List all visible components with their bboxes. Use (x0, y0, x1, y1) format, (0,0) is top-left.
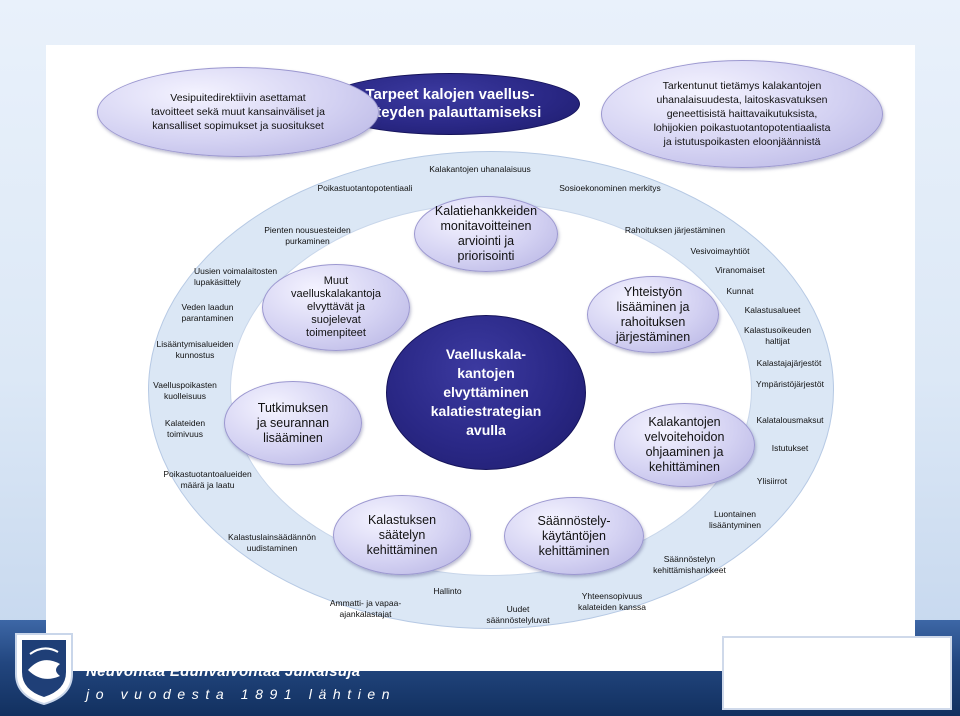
label-kalastusoikeuden: Kalastusoikeuden haltijat (743, 325, 812, 346)
footer-tagline: Neuvontaa Edunvalvontaa Julkaisuja (86, 663, 361, 680)
node-lower-right: Säännöstely- käytäntöjen kehittäminen (504, 497, 644, 575)
left-oval: Vesipuitedirektiivin asettamat tavoittee… (97, 67, 379, 157)
label-veden-laadun: Veden laadun parantaminen (181, 302, 234, 323)
label-poikastuotantopotentiaali: Poikastuotantopotentiaali (317, 183, 413, 193)
node-right-text: Kalakantojen velvoitehoidon ohjaaminen j… (644, 415, 725, 474)
right-oval-text: Tarkentunut tietämys kalakantojen uhanal… (653, 80, 831, 148)
label-istutukset: Istutukset (771, 443, 809, 453)
label-kunnat: Kunnat (726, 286, 754, 296)
node-left-text: Tutkimuksen ja seurannan lisääminen (256, 400, 330, 445)
label-ylisiirrot: Ylisiirrot (756, 476, 788, 486)
label-kalastuslainsaadannon: Kalastuslainsäädännön uudistaminen (228, 532, 316, 553)
label-kalakantojen-uhanalaisuus: Kalakantojen uhanalaisuus (429, 164, 531, 174)
label-luontainen: Luontainen lisääntyminen (709, 509, 761, 530)
node-upper-left: Muut vaelluskalakantoja elvyttävät ja su… (262, 264, 410, 351)
label-kalatalousmaksut: Kalatalousmaksut (756, 415, 824, 425)
fish-shield-logo-icon (15, 633, 73, 706)
node-lower-left-text: Kalastuksen säätelyn kehittäminen (366, 512, 438, 557)
label-kalastajajarjestot: Kalastajajärjestöt (756, 358, 822, 368)
node-upper-left-text: Muut vaelluskalakantoja elvyttävät ja su… (291, 275, 381, 339)
label-saannostelyn-hankkeet: Säännöstelyn kehittämishankkeet (653, 554, 726, 575)
label-yhteensopivuus: Yhteensopivuus kalateiden kanssa (577, 591, 647, 612)
center-text: Vaelluskala- kantojen elvyttäminen kalat… (430, 346, 542, 438)
label-lisaantymisalueiden: Lisääntymisalueiden kunnostus (156, 339, 234, 360)
node-right: Kalakantojen velvoitehoidon ohjaaminen j… (614, 403, 755, 487)
title-text: Tarpeet kalojen vaellus- yhteyden palaut… (358, 86, 542, 121)
label-ammatti: Ammatti- ja vapaa- ajankalastajat (329, 598, 402, 619)
node-lower-left: Kalastuksen säätelyn kehittäminen (333, 495, 471, 575)
label-vaelluspoikasten: Vaelluspoikasten kuolleisuus (153, 380, 217, 401)
label-pienten-nousuesteiden: Pienten nousuesteiden purkaminen (264, 225, 351, 246)
node-top-text: Kalatiehankkeiden monitavoitteinen arvio… (434, 204, 538, 263)
footer-since: jo vuodesta 1891 lähtien (86, 686, 397, 702)
label-sosioekonominen: Sosioekonominen merkitys (559, 183, 661, 193)
label-vesivoimayhtiot: Vesivoimayhtiöt (690, 246, 750, 256)
node-top: Kalatiehankkeiden monitavoitteinen arvio… (414, 196, 558, 272)
label-kalateiden-toimivuus: Kalateiden toimivuus (164, 418, 206, 439)
center-oval: Vaelluskala- kantojen elvyttäminen kalat… (386, 315, 586, 470)
left-oval-text: Vesipuitedirektiivin asettamat tavoittee… (151, 92, 325, 132)
label-hallinto: Hallinto (433, 586, 462, 596)
label-poikastuotantoalueiden: Poikastuotantoalueiden määrä ja laatu (163, 469, 252, 490)
node-lower-right-text: Säännöstely- käytäntöjen kehittäminen (537, 513, 611, 558)
node-upper-right-text: Yhteistyön lisääminen ja rahoituksen jär… (615, 284, 691, 344)
label-kalastusalueet: Kalastusalueet (744, 305, 801, 315)
label-rahoituksen: Rahoituksen järjestäminen (624, 225, 726, 235)
node-left: Tutkimuksen ja seurannan lisääminen (224, 381, 362, 465)
label-uusien-voimalaitosten: Uusien voimalaitosten lupakäsittely (194, 266, 278, 287)
label-uudet-luvat: Uudet säännöstelyluvat (486, 604, 550, 625)
footer-white-box (722, 636, 952, 710)
label-ymparistojarjestot: Ympäristöjärjestöt (755, 379, 825, 389)
node-upper-right: Yhteistyön lisääminen ja rahoituksen jär… (587, 276, 719, 353)
right-oval: Tarkentunut tietämys kalakantojen uhanal… (601, 60, 883, 168)
label-viranomaiset: Viranomaiset (715, 265, 765, 275)
